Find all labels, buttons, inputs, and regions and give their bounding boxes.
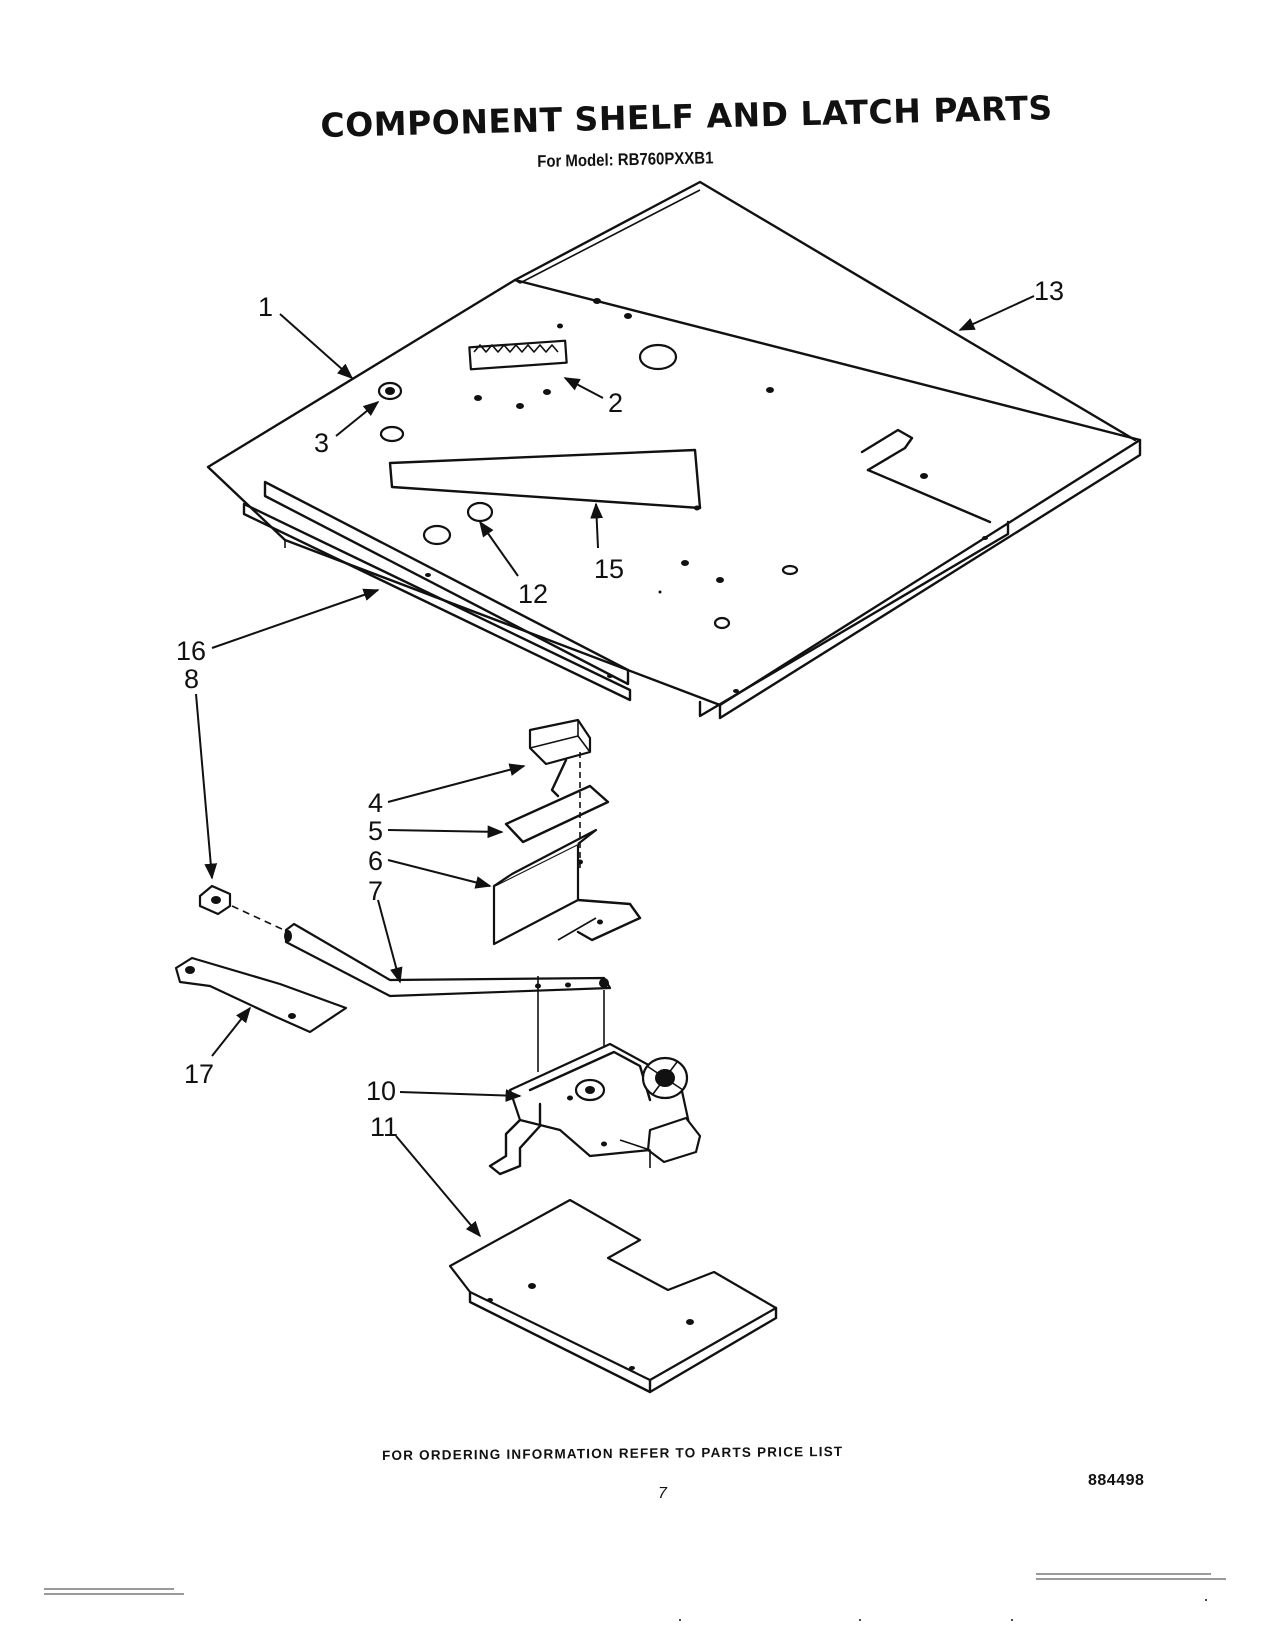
callout-11: 11 bbox=[370, 1112, 398, 1142]
callout-6: 6 bbox=[368, 846, 383, 876]
callout-2: 2 bbox=[608, 388, 623, 418]
callout-1: 1 bbox=[258, 292, 273, 322]
fine-print-left bbox=[44, 1586, 184, 1595]
callout-numbers: 1 2 3 4 5 6 7 8 10 11 12 13 15 16 17 bbox=[176, 276, 1064, 1142]
callout-13: 13 bbox=[1034, 276, 1064, 306]
figure-number: 884498 bbox=[1088, 1472, 1145, 1489]
callout-12: 12 bbox=[518, 579, 548, 609]
callout-3: 3 bbox=[314, 428, 329, 458]
scan-specks bbox=[658, 590, 1207, 1621]
callout-8: 8 bbox=[184, 664, 199, 694]
callout-10: 10 bbox=[366, 1076, 396, 1106]
callout-15: 15 bbox=[594, 554, 624, 584]
component-shelf bbox=[206, 180, 1142, 720]
fine-print-right bbox=[1036, 1571, 1226, 1580]
callout-16: 16 bbox=[176, 636, 206, 666]
latch-plate bbox=[174, 956, 348, 1034]
callout-7: 7 bbox=[368, 876, 383, 906]
callout-5: 5 bbox=[368, 816, 383, 846]
switch-assembly bbox=[492, 718, 642, 946]
page-number: 7 bbox=[658, 1485, 667, 1502]
latch-cover bbox=[448, 1198, 778, 1394]
callout-17: 17 bbox=[184, 1059, 214, 1089]
bumper-part bbox=[198, 884, 285, 931]
leader-lines bbox=[195, 295, 1035, 1238]
latch-mechanism bbox=[488, 1042, 702, 1176]
callout-4: 4 bbox=[368, 788, 383, 818]
